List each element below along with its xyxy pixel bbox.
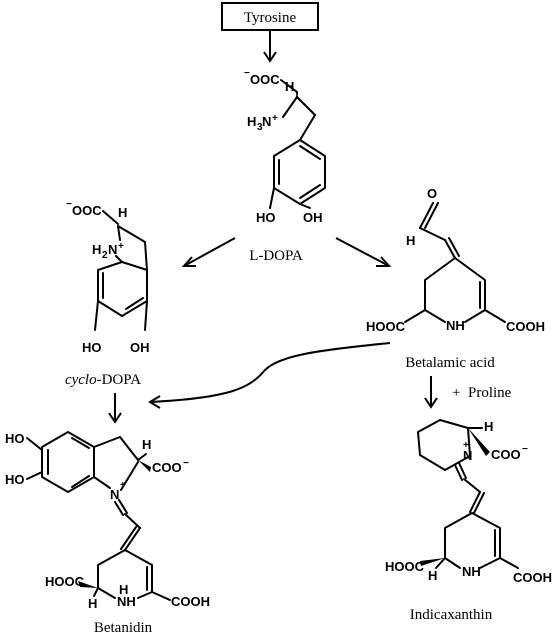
svg-text:COOH: COOH	[171, 594, 210, 609]
ldopa-structure: − OOC H H 3 N + HO OH L-DOPA	[244, 68, 326, 264]
svg-text:NH: NH	[117, 594, 136, 609]
arrow-tyrosine-to-ldopa	[263, 30, 277, 63]
svg-text:−: −	[183, 458, 189, 469]
svg-text:NH: NH	[462, 564, 481, 579]
svg-text:OH: OH	[303, 210, 323, 225]
proline-label: Proline	[468, 385, 512, 401]
svg-text:OH: OH	[130, 340, 150, 355]
svg-text:+: +	[463, 440, 469, 451]
svg-text:NH: NH	[446, 318, 465, 333]
tyrosine-label: Tyrosine	[244, 10, 297, 26]
svg-text:HOOC: HOOC	[45, 574, 85, 589]
svg-text:+: +	[272, 113, 278, 124]
svg-text:HO: HO	[256, 210, 276, 225]
svg-text:+: +	[118, 241, 124, 252]
svg-text:−: −	[244, 68, 250, 79]
svg-text:H: H	[484, 419, 493, 434]
svg-text:COO: COO	[491, 447, 521, 462]
svg-text:2: 2	[102, 250, 108, 261]
svg-text:N: N	[262, 114, 271, 129]
svg-text:O: O	[427, 186, 437, 201]
svg-text:HO: HO	[5, 431, 25, 446]
svg-text:N: N	[463, 448, 472, 463]
arrow-betalamic-to-indicaxanthin	[424, 376, 438, 409]
arrow-cyclodopa-to-betanidin	[108, 393, 122, 424]
svg-text:H: H	[118, 205, 127, 220]
indicaxanthin-label: Indicaxanthin	[410, 607, 493, 623]
svg-text:H: H	[92, 242, 101, 257]
svg-text:N: N	[108, 242, 117, 257]
cyclodopa-structure: − OOC H H 2 N + HO OH cyclo-DOPA	[65, 199, 150, 388]
betalamic-label: Betalamic acid	[405, 355, 495, 371]
tyrosine-box: Tyrosine	[221, 2, 319, 31]
arrow-ldopa-to-cyclodopa	[181, 237, 236, 267]
svg-text:H: H	[285, 79, 294, 94]
svg-text:OOC: OOC	[72, 203, 102, 218]
svg-text:HO: HO	[82, 340, 102, 355]
svg-text:H: H	[119, 582, 128, 597]
arrow-betalamic-to-betanidin	[148, 342, 391, 409]
svg-text:3: 3	[257, 122, 263, 133]
svg-text:−: −	[66, 199, 72, 210]
svg-text:N: N	[110, 487, 119, 502]
svg-text:COO: COO	[152, 460, 182, 475]
svg-text:H: H	[406, 233, 415, 248]
indicaxanthin-structure: N + H COO − NH COOH HOOC H Indicaxanthin	[385, 419, 552, 623]
svg-text:OOC: OOC	[250, 72, 280, 87]
svg-text:COOH: COOH	[506, 319, 545, 334]
svg-text:H: H	[88, 596, 97, 611]
cyclodopa-label: cyclo-DOPA	[65, 372, 141, 388]
betanidin-label: Betanidin	[94, 620, 153, 635]
svg-text:COOH: COOH	[513, 570, 552, 585]
svg-text:HOOC: HOOC	[366, 319, 406, 334]
svg-text:H: H	[428, 568, 437, 583]
arrow-ldopa-to-betalamic	[335, 237, 392, 267]
plus-sign: +	[452, 385, 460, 401]
svg-text:HOOC: HOOC	[385, 559, 425, 574]
svg-text:H: H	[142, 437, 151, 452]
betanidin-structure: HO HO N + H COO − NH H COOH HOOC	[5, 431, 210, 635]
svg-text:−: −	[522, 444, 528, 455]
svg-text:HO: HO	[5, 472, 25, 487]
ldopa-label: L-DOPA	[249, 248, 303, 264]
betalamic-structure: O H NH HOOC COOH Betalamic acid	[366, 186, 545, 371]
svg-text:H: H	[247, 114, 256, 129]
